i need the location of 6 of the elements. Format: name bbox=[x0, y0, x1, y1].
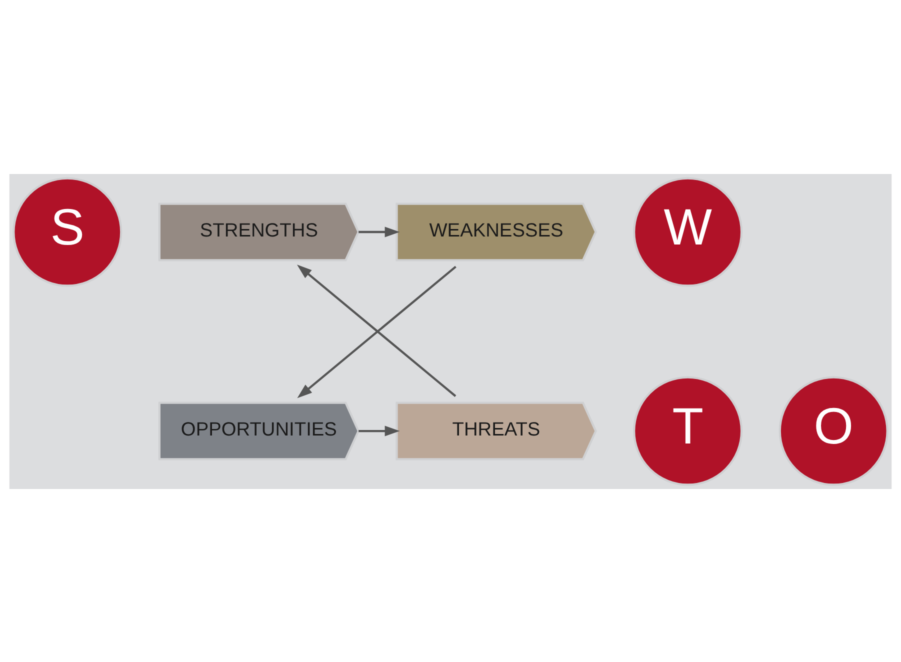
arrow bbox=[358, 425, 400, 436]
node-circle: T bbox=[633, 376, 743, 486]
node-circle: W bbox=[633, 176, 743, 286]
node-circle: O bbox=[778, 376, 888, 486]
arrow bbox=[358, 226, 400, 237]
node-circle: S bbox=[12, 176, 122, 286]
